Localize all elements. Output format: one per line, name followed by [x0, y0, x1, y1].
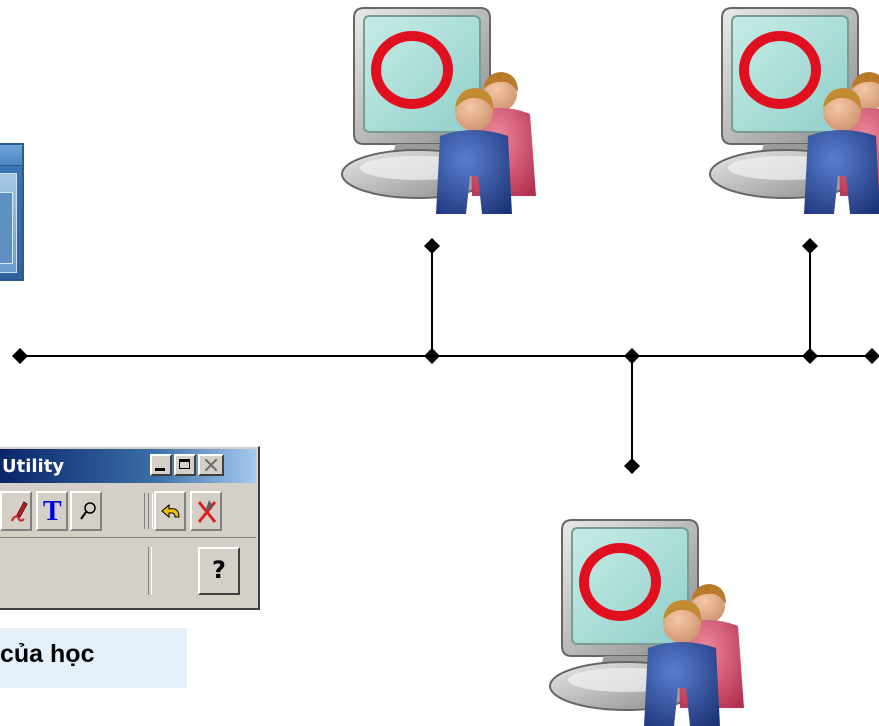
window-icon-partial: [0, 143, 24, 281]
pen-tool-button[interactable]: [0, 491, 32, 531]
utility-titlebar[interactable]: Utility: [0, 449, 256, 483]
node-marker: [424, 348, 440, 364]
magnifier-icon: [80, 502, 96, 520]
node-marker: [424, 238, 440, 254]
pen-icon: [11, 501, 28, 522]
undo-icon: [161, 503, 180, 519]
maximize-button[interactable]: [174, 454, 196, 476]
toolbar-separator: [148, 493, 153, 529]
utility-status-bar: ?: [0, 541, 256, 601]
node-marker: [802, 348, 818, 364]
utility-window-title: Utility: [2, 456, 65, 477]
node-marker: [624, 348, 640, 364]
workstation-user-icon: [341, 7, 536, 214]
node-marker: [864, 348, 879, 364]
window-icon-pane: [0, 173, 17, 273]
workstation-user-icon: [549, 519, 744, 726]
window-icon-pane-inner: [0, 192, 13, 264]
clear-icon: [197, 500, 217, 523]
zoom-tool-button[interactable]: [70, 491, 102, 531]
text-tool-icon: T: [43, 496, 62, 527]
node-marker: [12, 348, 28, 364]
status-separator: [148, 547, 152, 595]
text-tool-button[interactable]: T: [36, 491, 68, 531]
utility-window: Utility T: [0, 446, 260, 610]
clear-button[interactable]: [190, 491, 222, 531]
caption-text: của học: [0, 640, 95, 668]
node-marker: [802, 238, 818, 254]
minimize-button[interactable]: [150, 454, 172, 476]
close-button[interactable]: [198, 454, 224, 476]
window-icon-titlebar: [0, 145, 22, 166]
node-marker: [624, 458, 640, 474]
undo-button[interactable]: [154, 491, 186, 531]
workstation-user-icon: [709, 7, 879, 214]
help-button[interactable]: ?: [198, 547, 240, 595]
caption-box: của học: [0, 628, 187, 688]
utility-toolbar: T: [0, 487, 256, 538]
